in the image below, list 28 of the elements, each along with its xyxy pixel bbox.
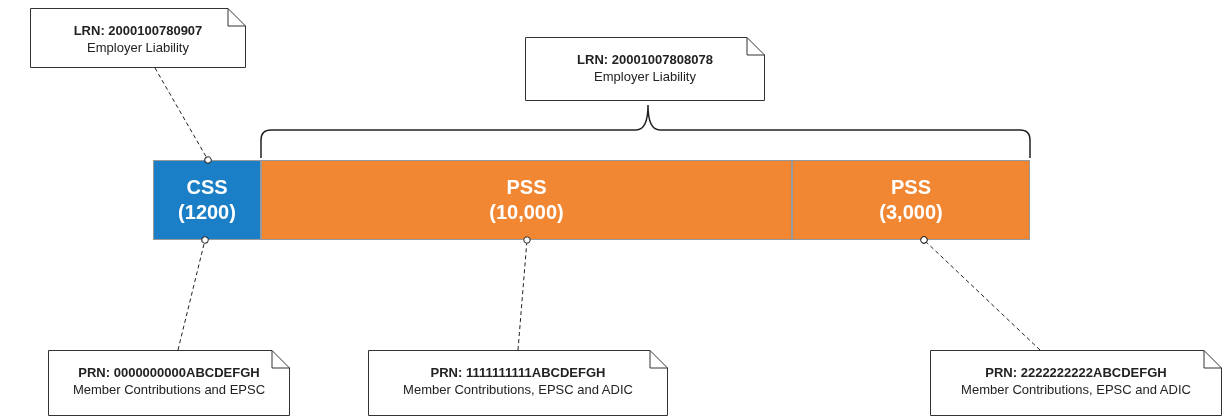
reference-number: PRN: 0000000000ABCDEFGH [78,364,260,381]
segment-label: CSS [186,175,228,200]
note-box [525,37,765,101]
segment-value: (10,000) [489,200,564,225]
segment-label: PSS [506,175,547,200]
note-box [368,350,668,416]
leader-line [177,236,209,351]
segment-value: (1200) [178,200,236,225]
note-text: Member Contributions and EPSC [72,381,266,398]
note-box [30,8,246,68]
leader-line [517,236,531,351]
leader-line [154,67,212,164]
reference-number: PRN: 1111111111ABCDEFGH [430,364,606,381]
bar-segment [792,160,1030,240]
reference-number: LRN: 20001007808078 [577,51,713,68]
note-box [930,350,1222,416]
note-text: Employer Liability [594,68,696,85]
segment-value: (3,000) [879,200,943,225]
note-text: Employer Liability [87,39,189,56]
bar-segment [261,160,792,240]
reference-number: PRN: 2222222222ABCDEFGH [985,364,1167,381]
segment-label: PSS [891,175,931,200]
note-text: Member Contributions, EPSC and ADIC [961,381,1191,398]
note-text: Member Contributions, EPSC and ADIC [403,381,633,398]
note-box [48,350,290,416]
bar-segment [153,160,261,240]
leader-line [920,236,1041,351]
reference-number: LRN: 2000100780907 [73,22,203,39]
